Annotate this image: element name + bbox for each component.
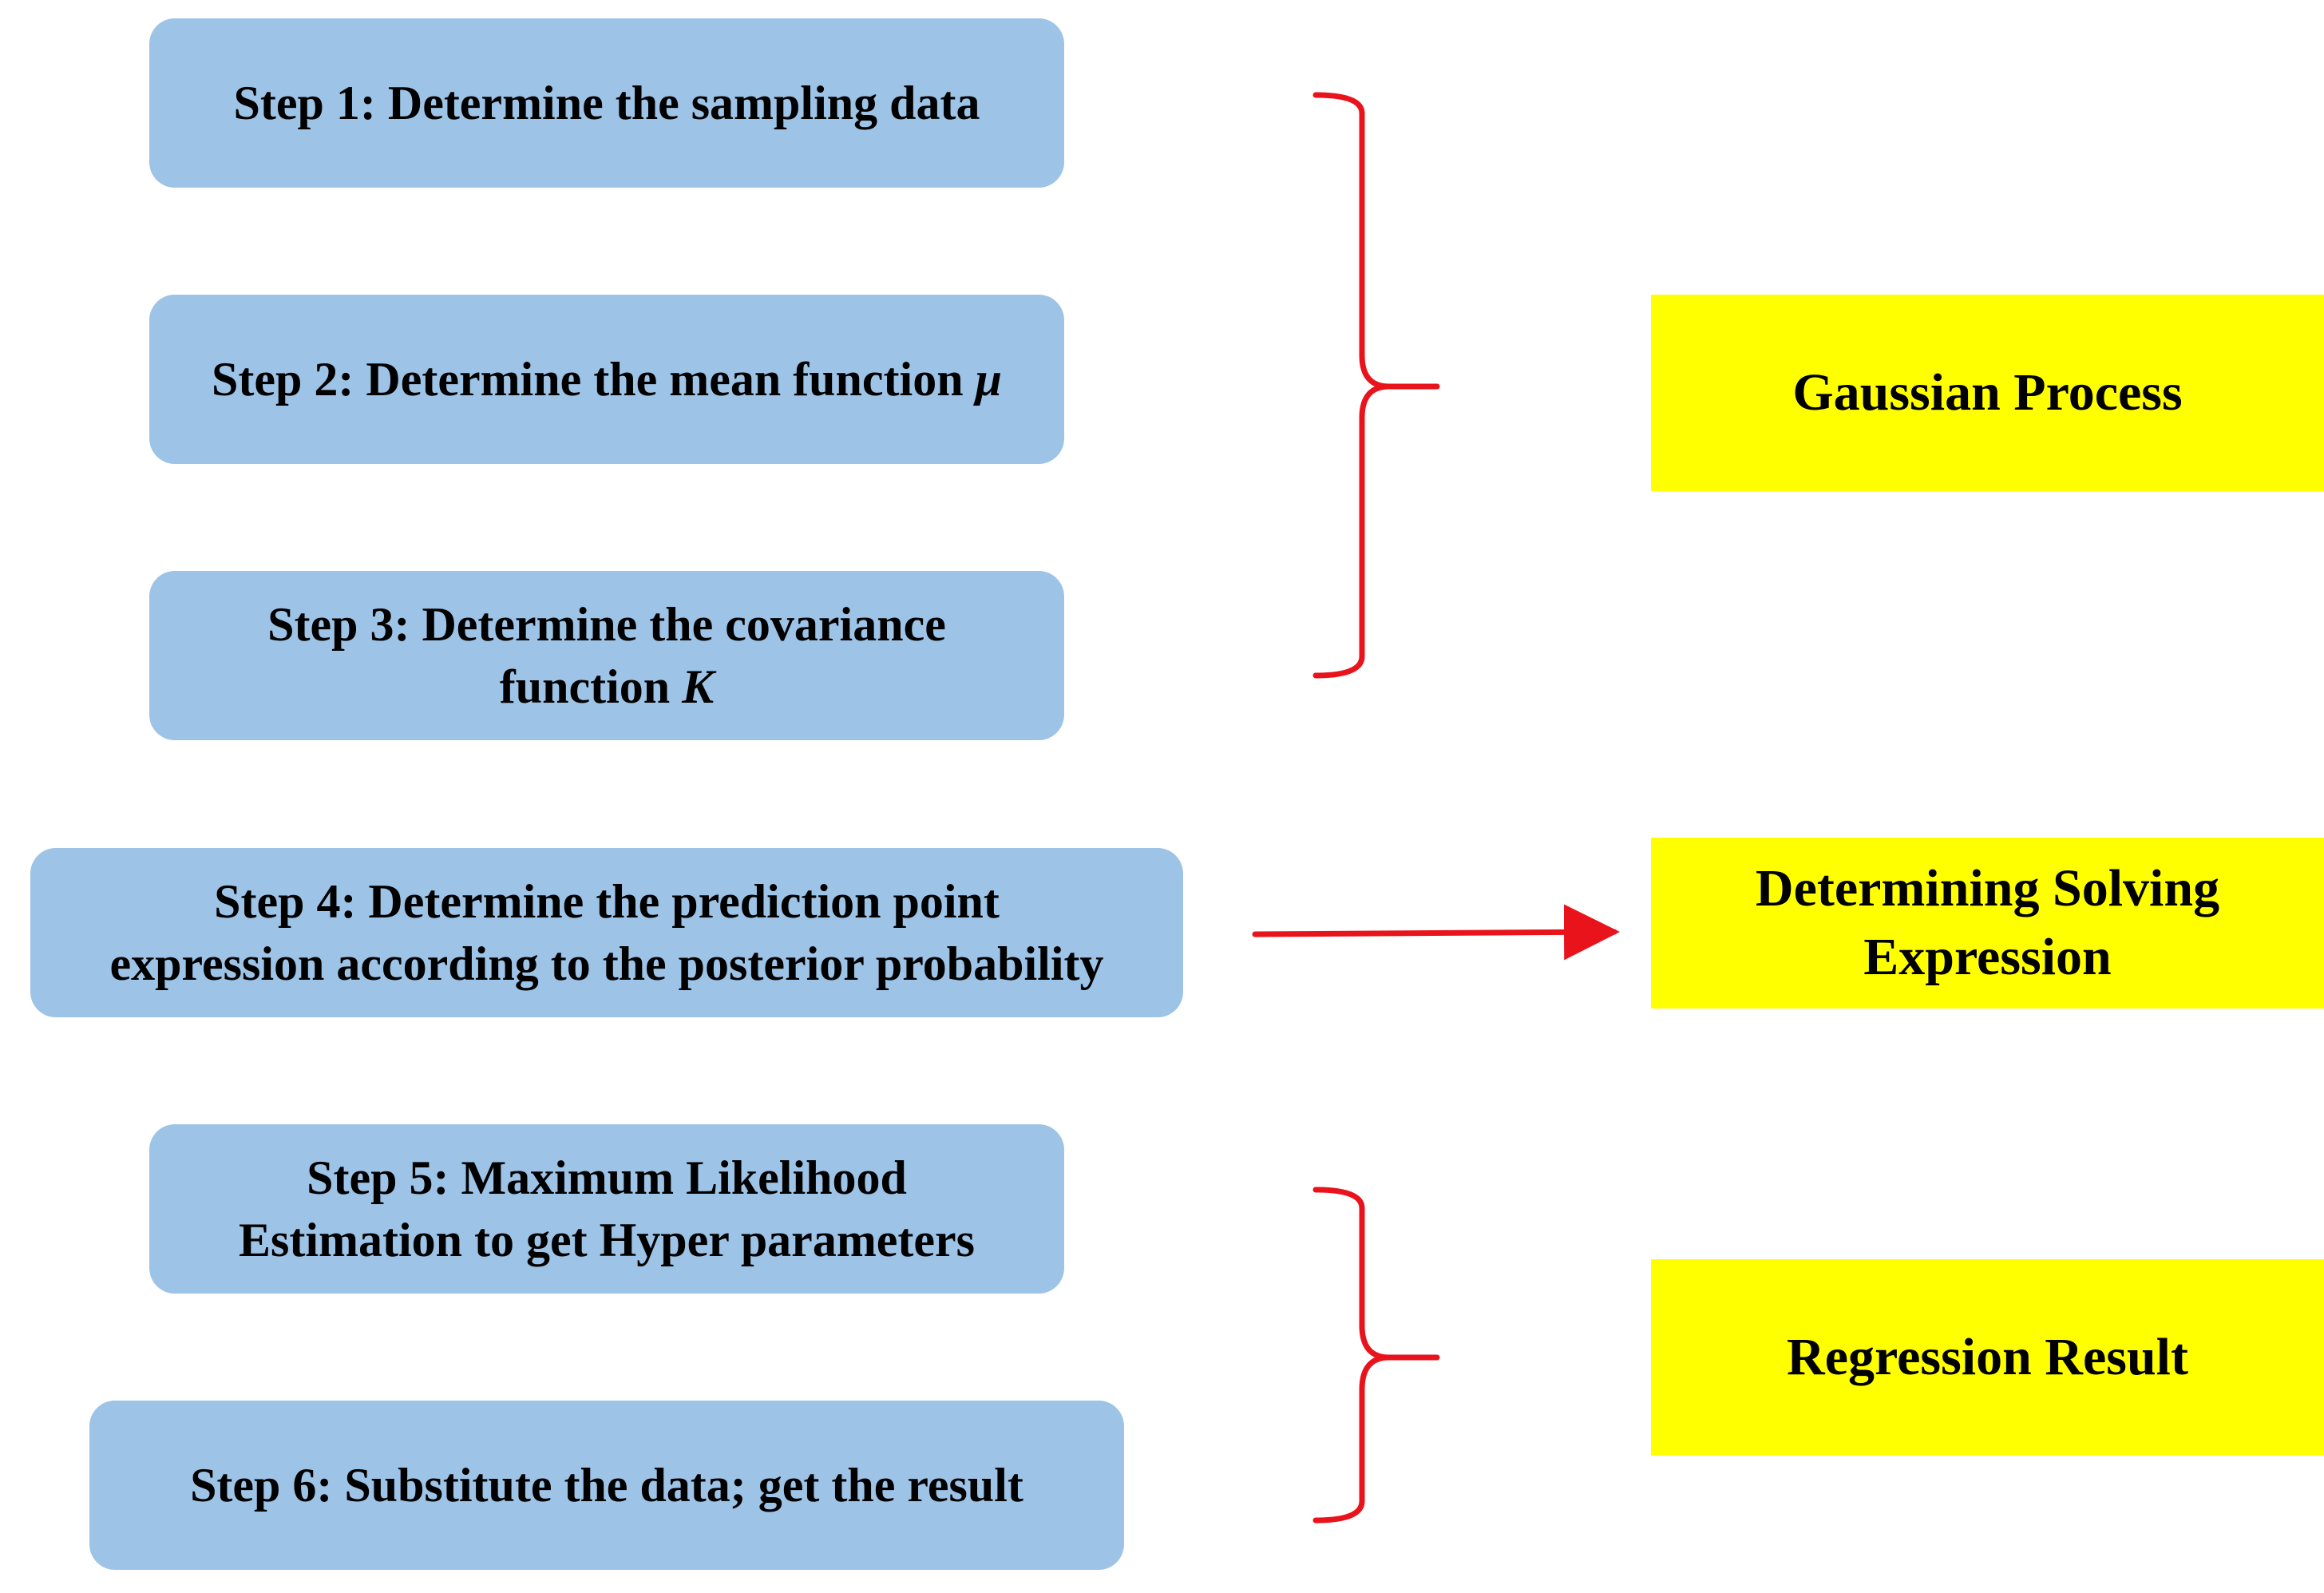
step-5-line-2: Estimation to get Hyper parameters <box>238 1214 976 1266</box>
gaussian-process-box: Gaussian Process <box>1651 295 2324 491</box>
mu-symbol: μ <box>975 353 1002 406</box>
lower-brace <box>1312 1187 1440 1524</box>
step-1-box: Step 1: Determine the sampling data <box>149 18 1064 188</box>
gaussian-process-label: Gaussian Process <box>1792 363 2183 422</box>
step-4-line-2: expression according to the posterior pr… <box>109 937 1104 990</box>
step-3-line-2-text: function <box>499 660 683 713</box>
regression-result-label: Regression Result <box>1787 1328 2188 1386</box>
step-4-box: Step 4: Determine the prediction point e… <box>30 848 1183 1017</box>
determining-solving-expression-box: Determining Solving Expression <box>1651 838 2324 1009</box>
step-3-label: Step 3: Determine the covariance functio… <box>267 593 946 718</box>
step-4-label: Step 4: Determine the prediction point e… <box>110 870 1104 995</box>
step-3-line-2: function K <box>267 656 946 718</box>
step-5-line-1: Step 5: Maximum Likelihood <box>307 1151 907 1204</box>
step-3-box: Step 3: Determine the covariance functio… <box>149 571 1064 740</box>
step-4-line-1: Step 4: Determine the prediction point <box>214 875 1000 928</box>
k-symbol: K <box>682 660 715 713</box>
step-1-label: Step 1: Determine the sampling data <box>233 77 980 129</box>
regression-result-box: Regression Result <box>1651 1259 2324 1456</box>
step-2-text: Step 2: Determine the mean function <box>212 353 976 406</box>
step-6-box: Step 6: Substitute the data; get the res… <box>89 1401 1124 1570</box>
step-2-box: Step 2: Determine the mean function μ <box>149 295 1064 464</box>
upper-brace <box>1312 92 1440 679</box>
step-5-box: Step 5: Maximum Likelihood Estimation to… <box>149 1124 1064 1294</box>
step-6-label: Step 6: Substitute the data; get the res… <box>190 1459 1023 1512</box>
step-2-label: Step 2: Determine the mean function μ <box>212 348 1002 410</box>
step-3-line-1: Step 3: Determine the covariance <box>267 598 946 651</box>
step-4-arrow <box>1252 904 1620 961</box>
determining-solving-expression-label: Determining Solving Expression <box>1675 854 2300 992</box>
determining-line-1: Determining Solving <box>1755 859 2220 917</box>
step-5-label: Step 5: Maximum Likelihood Estimation to… <box>239 1147 975 1271</box>
determining-line-2: Expression <box>1863 928 2112 986</box>
